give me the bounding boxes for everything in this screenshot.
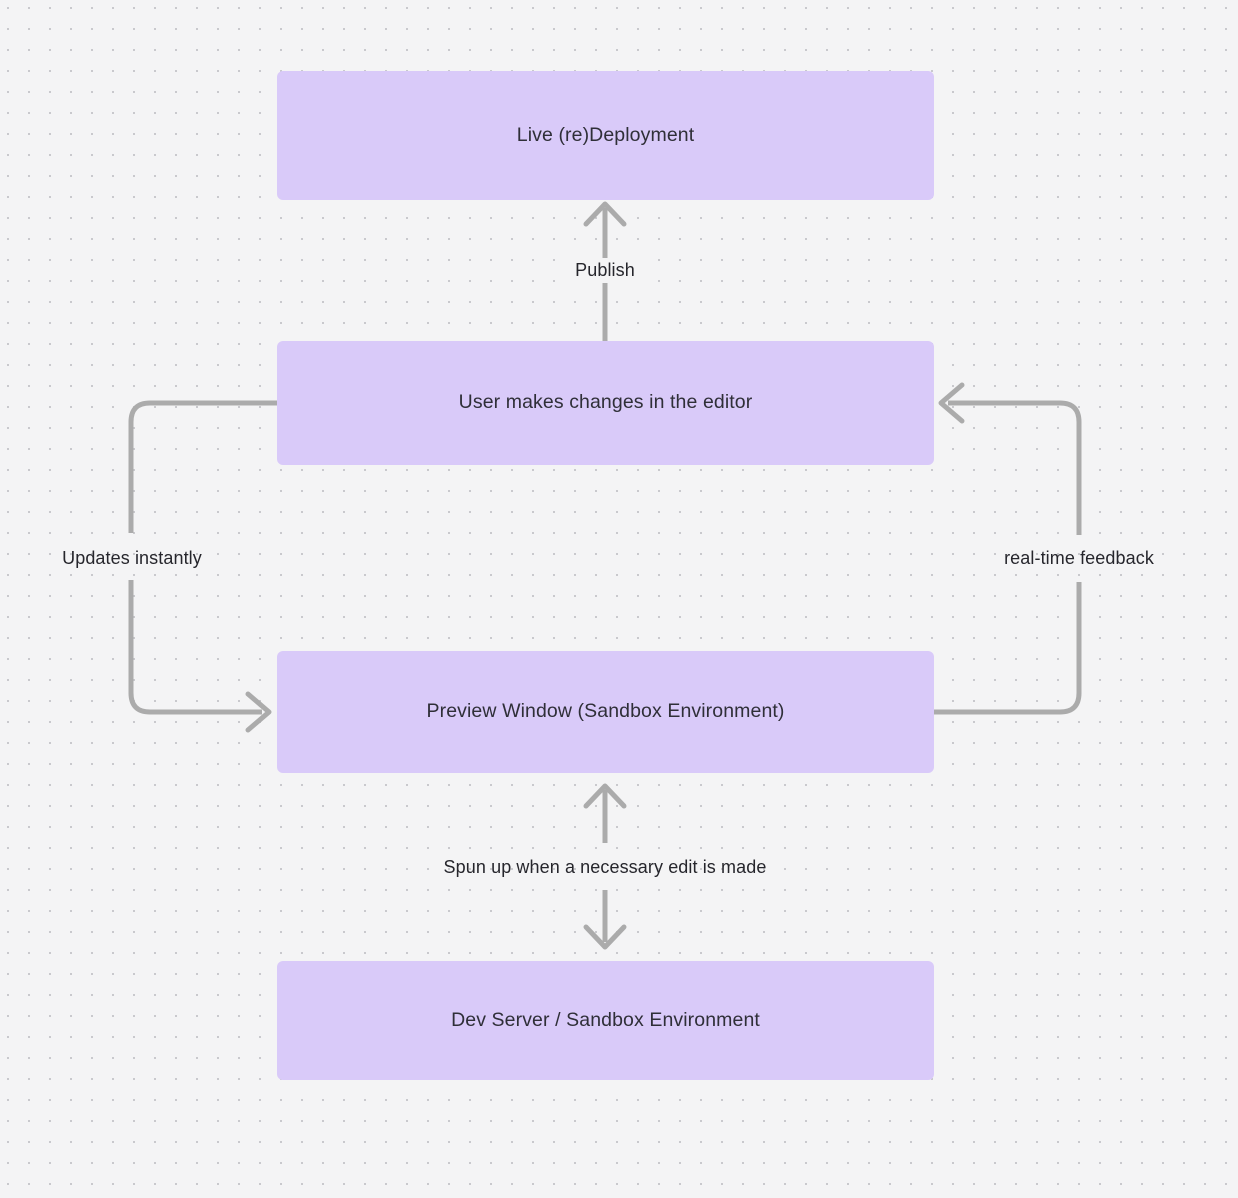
node-live-deployment[interactable]: Live (re)Deployment bbox=[277, 71, 934, 200]
node-label: User makes changes in the editor bbox=[458, 391, 753, 414]
node-preview-window[interactable]: Preview Window (Sandbox Environment) bbox=[277, 651, 934, 773]
node-label: Live (re)Deployment bbox=[516, 123, 695, 146]
edge-label-spun-up: Spun up when a necessary edit is made bbox=[443, 857, 767, 877]
node-label: Preview Window (Sandbox Environment) bbox=[426, 700, 785, 723]
edge-label-updates-instantly: Updates instantly bbox=[62, 548, 202, 568]
node-user-editor[interactable]: User makes changes in the editor bbox=[277, 341, 934, 465]
node-label: Dev Server / Sandbox Environment bbox=[451, 1008, 760, 1031]
node-dev-server[interactable]: Dev Server / Sandbox Environment bbox=[277, 961, 934, 1080]
edge-label-real-time-feedback: real-time feedback bbox=[1004, 548, 1154, 568]
edge-label-publish: Publish bbox=[569, 258, 641, 282]
